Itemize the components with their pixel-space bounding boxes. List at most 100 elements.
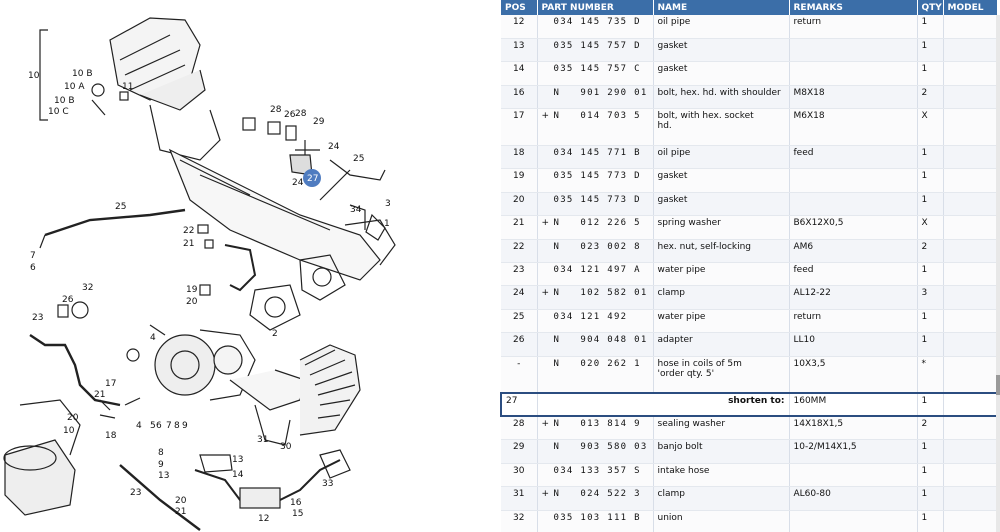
- part-number-value[interactable]: N 102 582 01: [553, 288, 648, 299]
- diagram-label: 10 C: [48, 107, 69, 117]
- diagram-label: 15: [292, 509, 303, 519]
- cell-name: gasket: [653, 168, 790, 193]
- col-header-name[interactable]: NAME: [653, 0, 790, 15]
- diagram-label: 20: [175, 496, 187, 506]
- diagram-label: 4: [150, 333, 156, 343]
- diagram-label: 8: [174, 421, 180, 431]
- col-header-model[interactable]: MODEL: [943, 0, 998, 15]
- cell-qty: X: [917, 215, 944, 240]
- diagram-label: 7: [166, 421, 172, 431]
- part-number-value[interactable]: N 020 262 1: [553, 358, 641, 369]
- cell-model: [943, 285, 998, 310]
- cell-qty: 1: [917, 510, 944, 532]
- part-number-value[interactable]: N 903 580 03: [553, 442, 648, 453]
- part-number-value[interactable]: 035 145 773 D: [553, 194, 641, 205]
- part-number-value[interactable]: 034 121 492: [553, 311, 628, 322]
- diagram-drawing: 10 10 B 10 A 11 10 B 10 C 28 26 28 29 24…: [3, 17, 396, 531]
- cell-part-number: 034 145 735 D: [537, 15, 654, 39]
- part-number-value[interactable]: 035 103 111 B: [553, 512, 641, 523]
- cell-name: water pipe: [653, 309, 790, 334]
- cell-qty: 1: [917, 392, 944, 418]
- cell-part-number: +N 102 582 01: [537, 285, 654, 310]
- cell-part-number: N 023 002 8: [537, 239, 654, 264]
- part-number-value[interactable]: N 901 290 01: [553, 87, 648, 98]
- part-number-value[interactable]: 035 145 757 D: [553, 40, 641, 51]
- cell-remarks: feed: [789, 145, 918, 170]
- cell-remarks: 10-2/M14X1,5: [789, 439, 918, 464]
- part-number-value[interactable]: 035 145 757 C: [553, 64, 641, 75]
- cell-remarks: AM6: [789, 239, 918, 264]
- diagram-linework: [3, 17, 396, 531]
- cell-remarks: 160MM: [789, 392, 918, 418]
- col-header-part-number[interactable]: PART NUMBER: [537, 0, 654, 15]
- cell-model: [943, 510, 998, 532]
- cell-remarks: [789, 38, 918, 63]
- part-number-value[interactable]: N 013 814 9: [553, 419, 641, 430]
- diagram-label: 11: [122, 82, 133, 92]
- part-number-value[interactable]: 034 145 771 B: [553, 148, 641, 159]
- diagram-label: 6: [30, 263, 36, 273]
- cell-pos: -: [501, 356, 538, 394]
- cell-pos: 24: [501, 285, 538, 310]
- cell-part-number: 034 121 497 A: [537, 262, 654, 287]
- cell-name: gasket: [653, 61, 790, 86]
- cell-part-number: 034 145 771 B: [537, 145, 654, 170]
- part-number-value[interactable]: N 024 522 3: [553, 489, 641, 500]
- scrollbar[interactable]: [996, 15, 1000, 532]
- cell-remarks: [789, 510, 918, 532]
- part-number-value[interactable]: 034 121 497 A: [553, 265, 641, 276]
- diagram-label: 13: [232, 455, 243, 465]
- cell-model: [943, 215, 998, 240]
- part-number-value[interactable]: 034 133 357 S: [553, 465, 641, 476]
- cell-remarks: M6X18: [789, 108, 918, 147]
- cell-remarks: return: [789, 15, 918, 39]
- scrollbar-thumb[interactable]: [996, 375, 1000, 395]
- cell-part-number: 035 145 757 C: [537, 61, 654, 86]
- diagram-label: 10 A: [64, 82, 85, 92]
- cell-name: water pipe: [653, 262, 790, 287]
- cell-model: [943, 108, 998, 147]
- part-number-value[interactable]: N 023 002 8: [553, 241, 641, 252]
- diagram-label-highlighted[interactable]: 27: [307, 174, 318, 184]
- diagram-label: 1: [384, 219, 390, 229]
- col-header-remarks[interactable]: REMARKS: [789, 0, 918, 15]
- part-number-value[interactable]: 035 145 773 D: [553, 171, 641, 182]
- diagram-label: 5: [150, 421, 156, 431]
- part-number-value[interactable]: N 012 226 5: [553, 218, 641, 229]
- cell-name: clamp: [653, 285, 790, 310]
- cell-qty: 1: [917, 439, 944, 464]
- diagram-label: 10 B: [54, 96, 75, 106]
- cell-qty: 1: [917, 486, 944, 511]
- col-header-pos[interactable]: POS: [501, 0, 538, 15]
- part-number-value[interactable]: N 904 048 01: [553, 335, 648, 346]
- cell-model: [943, 356, 998, 394]
- col-header-qty[interactable]: QTY: [917, 0, 944, 15]
- cell-qty: 1: [917, 61, 944, 86]
- highlight-marker-27[interactable]: [303, 169, 321, 187]
- part-number-value[interactable]: 034 145 735 D: [553, 17, 641, 27]
- part-number-value[interactable]: N 014 703 5: [553, 111, 641, 122]
- cell-name: gasket: [653, 192, 790, 217]
